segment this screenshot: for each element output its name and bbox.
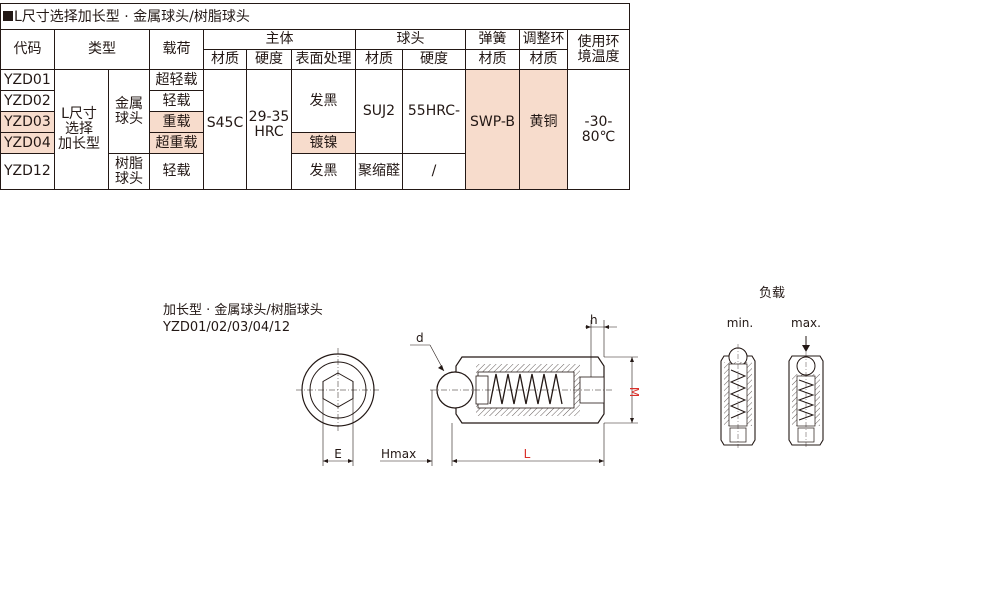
load-min-diagram xyxy=(720,344,756,448)
drawing-caption: 加长型 · 金属球头/树脂球头 YZD01/02/03/04/12 xyxy=(163,302,323,336)
surface-nickel: 镀镍 xyxy=(292,133,356,154)
type-resin-ball: 树脂 球头 xyxy=(109,154,150,189)
type-main: L尺寸 选择 加长型 xyxy=(55,70,109,189)
type-metal-ball: 金属 球头 xyxy=(109,70,150,154)
side-view xyxy=(380,320,638,466)
ball-resin-hardness: / xyxy=(403,154,466,189)
code-cell-highlight: YZD03 xyxy=(1,112,55,133)
header-surface: 表面处理 xyxy=(292,50,356,70)
end-view xyxy=(296,348,380,466)
code-cell-highlight: YZD04 xyxy=(1,133,55,154)
load-max-label: max. xyxy=(791,316,821,330)
header-ball-material: 材质 xyxy=(356,50,403,70)
dim-label-E: E xyxy=(334,447,342,461)
header-type: 类型 xyxy=(55,30,150,70)
dim-label-M: M xyxy=(627,387,641,397)
dim-label-d: d xyxy=(416,331,424,345)
drawing-caption-title: 加长型 · 金属球头/树脂球头 xyxy=(163,303,323,318)
table-title-text: L尺寸选择加长型 · 金属球头/树脂球头 xyxy=(14,9,250,25)
header-body-material: 材质 xyxy=(204,50,247,70)
surface-black-resin: 发黑 xyxy=(292,154,356,189)
arrow-down-icon xyxy=(802,345,810,352)
header-spring-material: 材质 xyxy=(466,50,520,70)
code-cell: YZD02 xyxy=(1,91,55,112)
code-cell: YZD01 xyxy=(1,70,55,91)
ring-material: 黄铜 xyxy=(520,70,568,189)
square-bullet-icon xyxy=(3,11,13,21)
load-cell-highlight: 重载 xyxy=(150,112,204,133)
ball-metal-hardness: 55HRC- xyxy=(403,70,466,154)
load-cell: 轻载 xyxy=(150,91,204,112)
dim-label-L: L xyxy=(524,447,531,461)
code-cell: YZD12 xyxy=(1,154,55,189)
surface-black: 发黑 xyxy=(292,70,356,133)
dim-label-Hmax: Hmax xyxy=(381,447,416,461)
header-code: 代码 xyxy=(1,30,55,70)
header-load: 载荷 xyxy=(150,30,204,70)
body-material: S45C xyxy=(204,70,247,189)
header-ball-hardness: 硬度 xyxy=(403,50,466,70)
drawing-caption-models: YZD01/02/03/04/12 xyxy=(163,320,291,335)
load-min-label: min. xyxy=(727,316,753,330)
spring-material: SWP-B xyxy=(466,70,520,189)
spec-table: L尺寸选择加长型 · 金属球头/树脂球头 代码 类型 载荷 主体 球头 弹簧 调… xyxy=(0,3,630,190)
dim-label-h: h xyxy=(590,313,598,327)
load-cell: 轻载 xyxy=(150,154,204,189)
table-title: L尺寸选择加长型 · 金属球头/树脂球头 xyxy=(1,4,629,30)
load-cell: 超轻载 xyxy=(150,70,204,91)
load-cell-highlight: 超重载 xyxy=(150,133,204,154)
header-body-hardness: 硬度 xyxy=(247,50,292,70)
body-hardness: 29-35 HRC xyxy=(247,70,292,189)
header-ball: 球头 xyxy=(356,30,466,50)
ball-metal-material: SUJ2 xyxy=(356,70,403,154)
temperature-value: -30-80℃ xyxy=(581,114,616,145)
ball-resin-material: 聚缩醛 xyxy=(356,154,403,189)
header-body: 主体 xyxy=(204,30,356,50)
header-ring-material: 材质 xyxy=(520,50,568,70)
header-temperature: 使用环 境温度 xyxy=(568,30,629,70)
header-spring: 弹簧 xyxy=(466,30,520,50)
load-max-diagram xyxy=(788,336,824,448)
load-title: 负载 xyxy=(759,286,785,301)
header-ring: 调整环 xyxy=(520,30,568,50)
